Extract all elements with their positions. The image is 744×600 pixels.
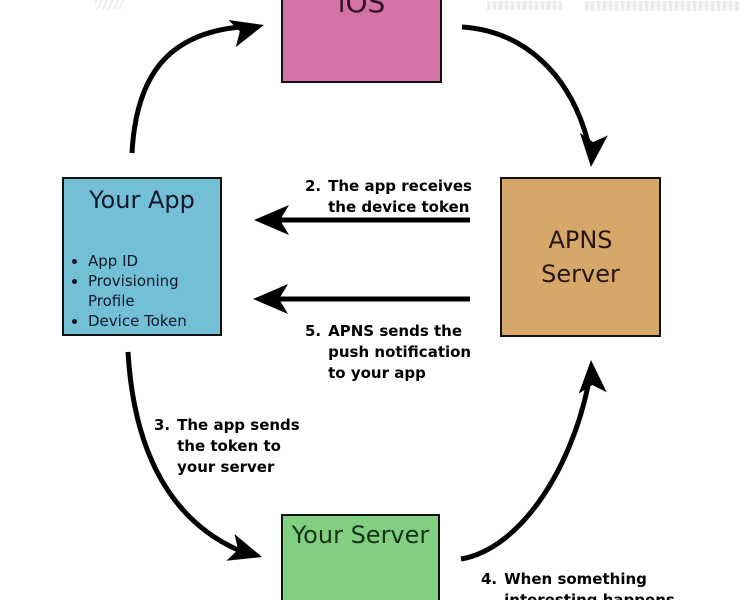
list-item: App ID (88, 251, 214, 271)
node-ios: iOS (281, 0, 442, 83)
step-text: When something interesting happens (504, 570, 675, 600)
node-your-server-label: Your Server (291, 521, 430, 549)
node-your-app-title: Your App (89, 186, 195, 214)
arrow-apns-to-app-push (253, 284, 470, 314)
cropped-text-remnant (585, 1, 740, 11)
step-text: The app sends the token to your server (177, 416, 300, 476)
cropped-text-remnant (95, 0, 125, 9)
step-text: APNS sends the push notification to your… (328, 322, 472, 382)
list-item: Device Token (88, 311, 214, 331)
arrow-apns-to-app-token (254, 205, 470, 235)
step-4-label: 4. When something interesting happens (481, 569, 675, 600)
arrow-app-to-ios (129, 20, 264, 154)
cropped-text-remnant (487, 1, 562, 10)
step-2-label: 2. The app receives the device token (305, 176, 472, 218)
node-your-app: Your App App ID Provisioning Profile Dev… (62, 177, 222, 336)
step-3-label: 3. The app sends the token to your serve… (154, 415, 300, 478)
node-apns-server-label: APNS Server (541, 226, 620, 288)
step-text: The app receives the device token (328, 177, 472, 216)
arrow-app-to-server (125, 351, 262, 561)
arrow-server-to-apns (460, 360, 607, 562)
node-ios-label: iOS (337, 0, 386, 19)
list-item: Provisioning Profile (88, 271, 214, 311)
step-number: 3. (154, 416, 171, 434)
step-number: 4. (481, 570, 498, 588)
arrow-ios-to-apns (461, 24, 608, 167)
node-your-server: Your Server (281, 514, 440, 600)
step-number: 5. (305, 322, 322, 340)
step-5-label: 5. APNS sends the push notification to y… (305, 321, 471, 384)
step-number: 2. (305, 177, 322, 195)
your-app-requirements-list: App ID Provisioning Profile Device Token (64, 251, 214, 331)
node-apns-server: APNS Server (500, 177, 661, 337)
